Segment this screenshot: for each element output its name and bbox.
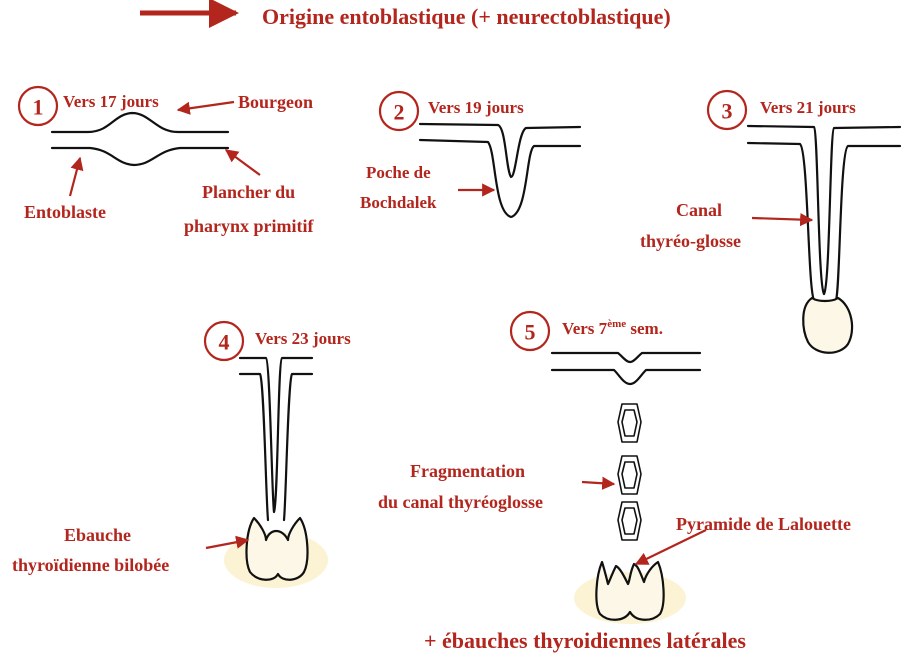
stage-4-upper-line (240, 358, 312, 512)
stage-5-time: Vers 7ème sem. (562, 318, 663, 338)
stage-1-label-entoblaste: Entoblaste (24, 202, 106, 222)
stage-4-number: 4 (219, 330, 230, 355)
stage-3-number: 3 (722, 99, 733, 124)
stage-5-label-pyramide: Pyramide de Lalouette (676, 514, 851, 534)
stage-1-time: Vers 17 jours (63, 92, 159, 111)
header: Origine entoblastique (+ neurectoblastiq… (140, 4, 671, 29)
stage-3-time: Vers 21 jours (760, 98, 856, 117)
stage-5-label-fragmentation-1: Fragmentation (410, 461, 525, 481)
stage-4-time: Vers 23 jours (255, 329, 351, 348)
stage-3-thyroid-bud (803, 298, 852, 353)
stage-5-label-fragmentation-2: du canal thyréoglosse (378, 492, 543, 512)
stage-5-pyramide-arrow (636, 530, 706, 564)
stage-5-lower-line (552, 370, 700, 384)
stage-5-fragments (618, 404, 641, 540)
stage-5-thyroid-with-pyramid (596, 562, 663, 620)
stage-2-label-poche-1: Poche de (366, 163, 431, 182)
stage-2: 2 Vers 19 jours Poche de Bochdalek (360, 92, 580, 217)
canal-fragment-inner (622, 410, 637, 436)
stage-4: 4 Vers 23 jours Ebauche thyroïdienne bil… (12, 322, 351, 588)
stage-1-label-plancher-2: pharynx primitif (184, 216, 315, 236)
stage-3: 3 Vers 21 jours Canal thyréo-glosse (640, 91, 900, 353)
stage-1-entoblaste-arrow (70, 158, 80, 196)
stage-2-number: 2 (394, 100, 405, 125)
stage-3-label-canal-2: thyréo-glosse (640, 231, 741, 251)
stage-1-number: 1 (33, 95, 44, 120)
stage-2-upper-line (420, 124, 580, 177)
stage-3-canal-arrow (752, 218, 812, 220)
stage-2-label-poche-2: Bochdalek (360, 193, 437, 212)
stage-3-label-canal-1: Canal (676, 200, 722, 220)
header-title: Origine entoblastique (+ neurectoblastiq… (262, 4, 671, 29)
stage-3-lower-line (748, 143, 900, 300)
stage-5-upper-line (552, 353, 700, 362)
stage-3-upper-line (748, 126, 900, 294)
stage-1-upper-line (52, 113, 228, 132)
stage-2-time: Vers 19 jours (428, 98, 524, 117)
stage-1-label-plancher-1: Plancher du (202, 182, 295, 202)
stage-2-lower-line (420, 140, 580, 217)
stage-5-fragmentation-arrow (582, 482, 614, 484)
stage-5-number: 5 (525, 320, 536, 345)
stage-1-label-bourgeon: Bourgeon (238, 92, 313, 112)
canal-fragment-inner (622, 462, 637, 488)
canal-fragment-inner (622, 508, 637, 534)
footer-text: + ébauches thyroidiennes latérales (424, 628, 746, 653)
stage-4-label-ebauche-1: Ebauche (64, 525, 131, 545)
stage-4-label-ebauche-2: thyroïdienne bilobée (12, 555, 169, 575)
stage-5: 5 Vers 7ème sem. Fragmentation du canal … (378, 312, 851, 624)
stage-1-bourgeon-arrow (178, 102, 234, 110)
stage-1: 1 Vers 17 jours Bourgeon Entoblaste Plan… (19, 87, 315, 236)
stage-1-plancher-arrow (226, 150, 260, 175)
stage-4-bilobed-thyroid (247, 518, 308, 580)
